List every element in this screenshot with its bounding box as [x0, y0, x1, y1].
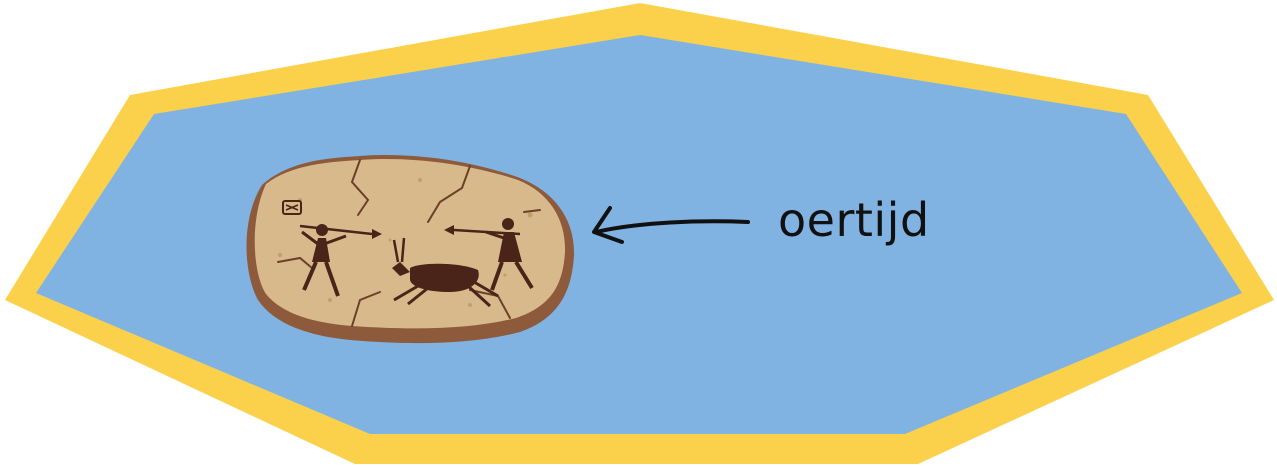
- label-oertijd: oertijd: [778, 190, 930, 250]
- octagon-frame: [5, 3, 1274, 464]
- cave-painting-stone-icon: [247, 155, 575, 343]
